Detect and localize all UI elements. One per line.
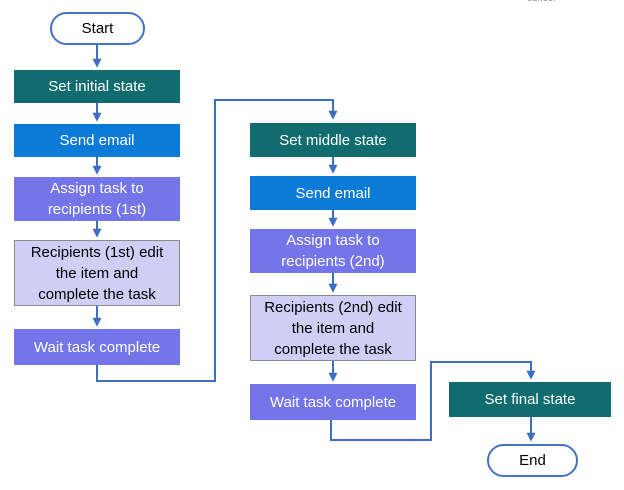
node-assign-task-1: Assign task to recipients (1st) bbox=[14, 177, 180, 221]
node-end-terminator: End bbox=[487, 444, 578, 477]
node-wait-task-complete-1: Wait task complete bbox=[14, 329, 180, 365]
node-label: Send email bbox=[59, 132, 135, 149]
node-label-line: the item and bbox=[55, 264, 139, 282]
node-label: Set final state bbox=[484, 391, 576, 408]
node-label-line: Assign task to bbox=[286, 232, 380, 249]
node-label: Start bbox=[81, 20, 114, 37]
node-send-email-2: Send email bbox=[250, 176, 416, 210]
node-label: End bbox=[519, 452, 546, 469]
node-label: Set middle state bbox=[279, 131, 387, 149]
clipped-caption-text: cancel bbox=[527, 0, 556, 3]
node-assign-task-2: Assign task to recipients (2nd) bbox=[250, 229, 416, 273]
node-recipients-1-edit: Recipients (1st) edit the item and compl… bbox=[14, 240, 180, 306]
node-label: Set initial state bbox=[48, 78, 146, 95]
node-set-middle-state: Set middle state bbox=[250, 123, 416, 157]
node-label: Send email bbox=[295, 184, 371, 202]
node-start-terminator: Start bbox=[50, 12, 145, 45]
node-label-line: Assign task to bbox=[50, 180, 144, 197]
node-recipients-2-edit: Recipients (2nd) edit the item and compl… bbox=[250, 295, 416, 361]
node-label: Wait task complete bbox=[269, 393, 397, 411]
node-label: Wait task complete bbox=[33, 338, 161, 356]
node-label-line: recipients (1st) bbox=[47, 201, 147, 218]
node-label-line: Recipients (1st) edit bbox=[30, 243, 164, 261]
node-set-initial-state: Set initial state bbox=[14, 70, 180, 103]
node-send-email-1: Send email bbox=[14, 124, 180, 157]
node-label-line: the item and bbox=[291, 319, 375, 337]
node-label-line: Recipients (2nd) edit bbox=[264, 298, 402, 316]
node-wait-task-complete-2: Wait task complete bbox=[250, 384, 416, 420]
node-label-line: complete the task bbox=[274, 340, 392, 358]
node-label-line: complete the task bbox=[38, 285, 156, 303]
node-set-final-state: Set final state bbox=[449, 382, 611, 417]
node-label-line: recipients (2nd) bbox=[281, 253, 385, 270]
